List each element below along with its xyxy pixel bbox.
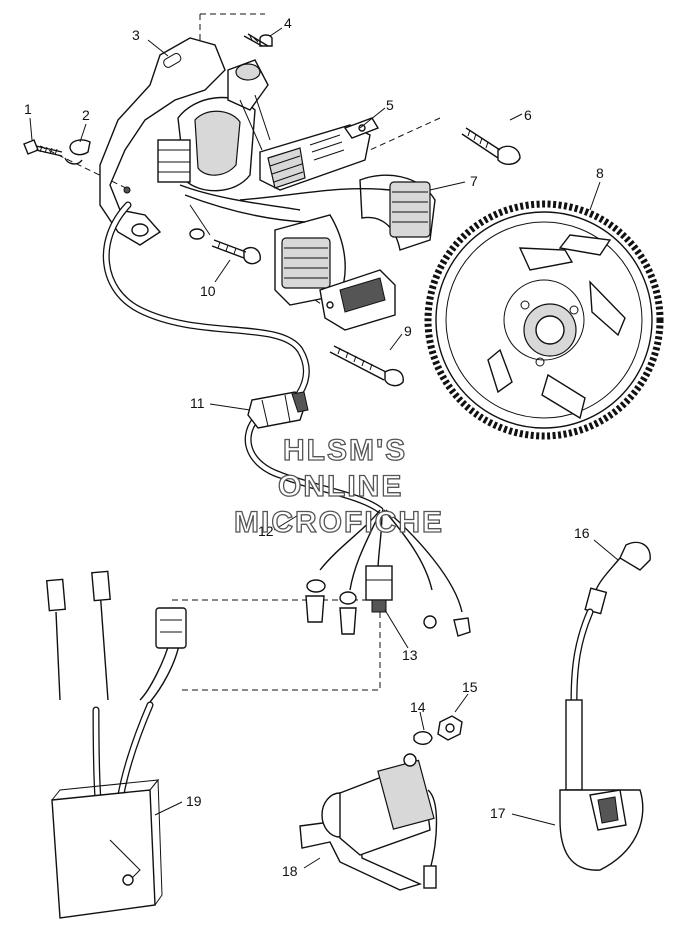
callout-12: 12 <box>258 523 274 539</box>
screw-1 <box>23 139 63 157</box>
callout-10: 10 <box>200 283 216 299</box>
callout-9: 9 <box>404 323 412 339</box>
screw-6 <box>461 127 521 165</box>
leader-lines <box>29 27 619 869</box>
callout-5: 5 <box>386 97 394 113</box>
callout-16: 16 <box>574 525 590 541</box>
flywheel-ring-gear <box>424 200 664 440</box>
callout-14: 14 <box>410 699 426 715</box>
lockwasher-2 <box>64 139 91 165</box>
callout-6: 6 <box>524 107 532 123</box>
watermark-line-1: HLSM'S <box>283 434 407 467</box>
ignition-coil <box>559 541 651 871</box>
exciter-coil-assembly <box>274 174 436 331</box>
wire-harness <box>102 201 384 514</box>
screw-4 <box>243 33 273 47</box>
callout-1: 1 <box>24 101 32 117</box>
grommet <box>247 391 309 429</box>
watermark-line-3: MICROFICHE <box>234 506 444 539</box>
callout-11: 11 <box>190 395 205 411</box>
callout-numbers: 1 2 3 4 5 6 7 8 9 10 11 12 13 14 15 16 1… <box>24 15 604 879</box>
cdi-module <box>45 570 187 919</box>
callout-19: 19 <box>186 793 202 809</box>
lighting-coil <box>259 117 380 191</box>
stator-wires <box>179 184 391 240</box>
callout-3: 3 <box>132 27 140 43</box>
callout-4: 4 <box>284 15 292 31</box>
callout-2: 2 <box>82 107 90 123</box>
callout-7: 7 <box>470 173 478 189</box>
screw-10 <box>211 239 261 265</box>
callout-17: 17 <box>490 805 506 821</box>
callout-13: 13 <box>402 647 418 663</box>
callout-15: 15 <box>462 679 478 695</box>
callout-8: 8 <box>596 165 604 181</box>
screw-9 <box>329 345 404 387</box>
watermark-line-2: ONLINE <box>278 470 403 503</box>
charge-coil <box>157 59 271 192</box>
watermark: HLSM'S ONLINE MICROFICHE <box>233 433 444 539</box>
callout-18: 18 <box>282 863 298 879</box>
starter-solenoid <box>299 715 463 891</box>
